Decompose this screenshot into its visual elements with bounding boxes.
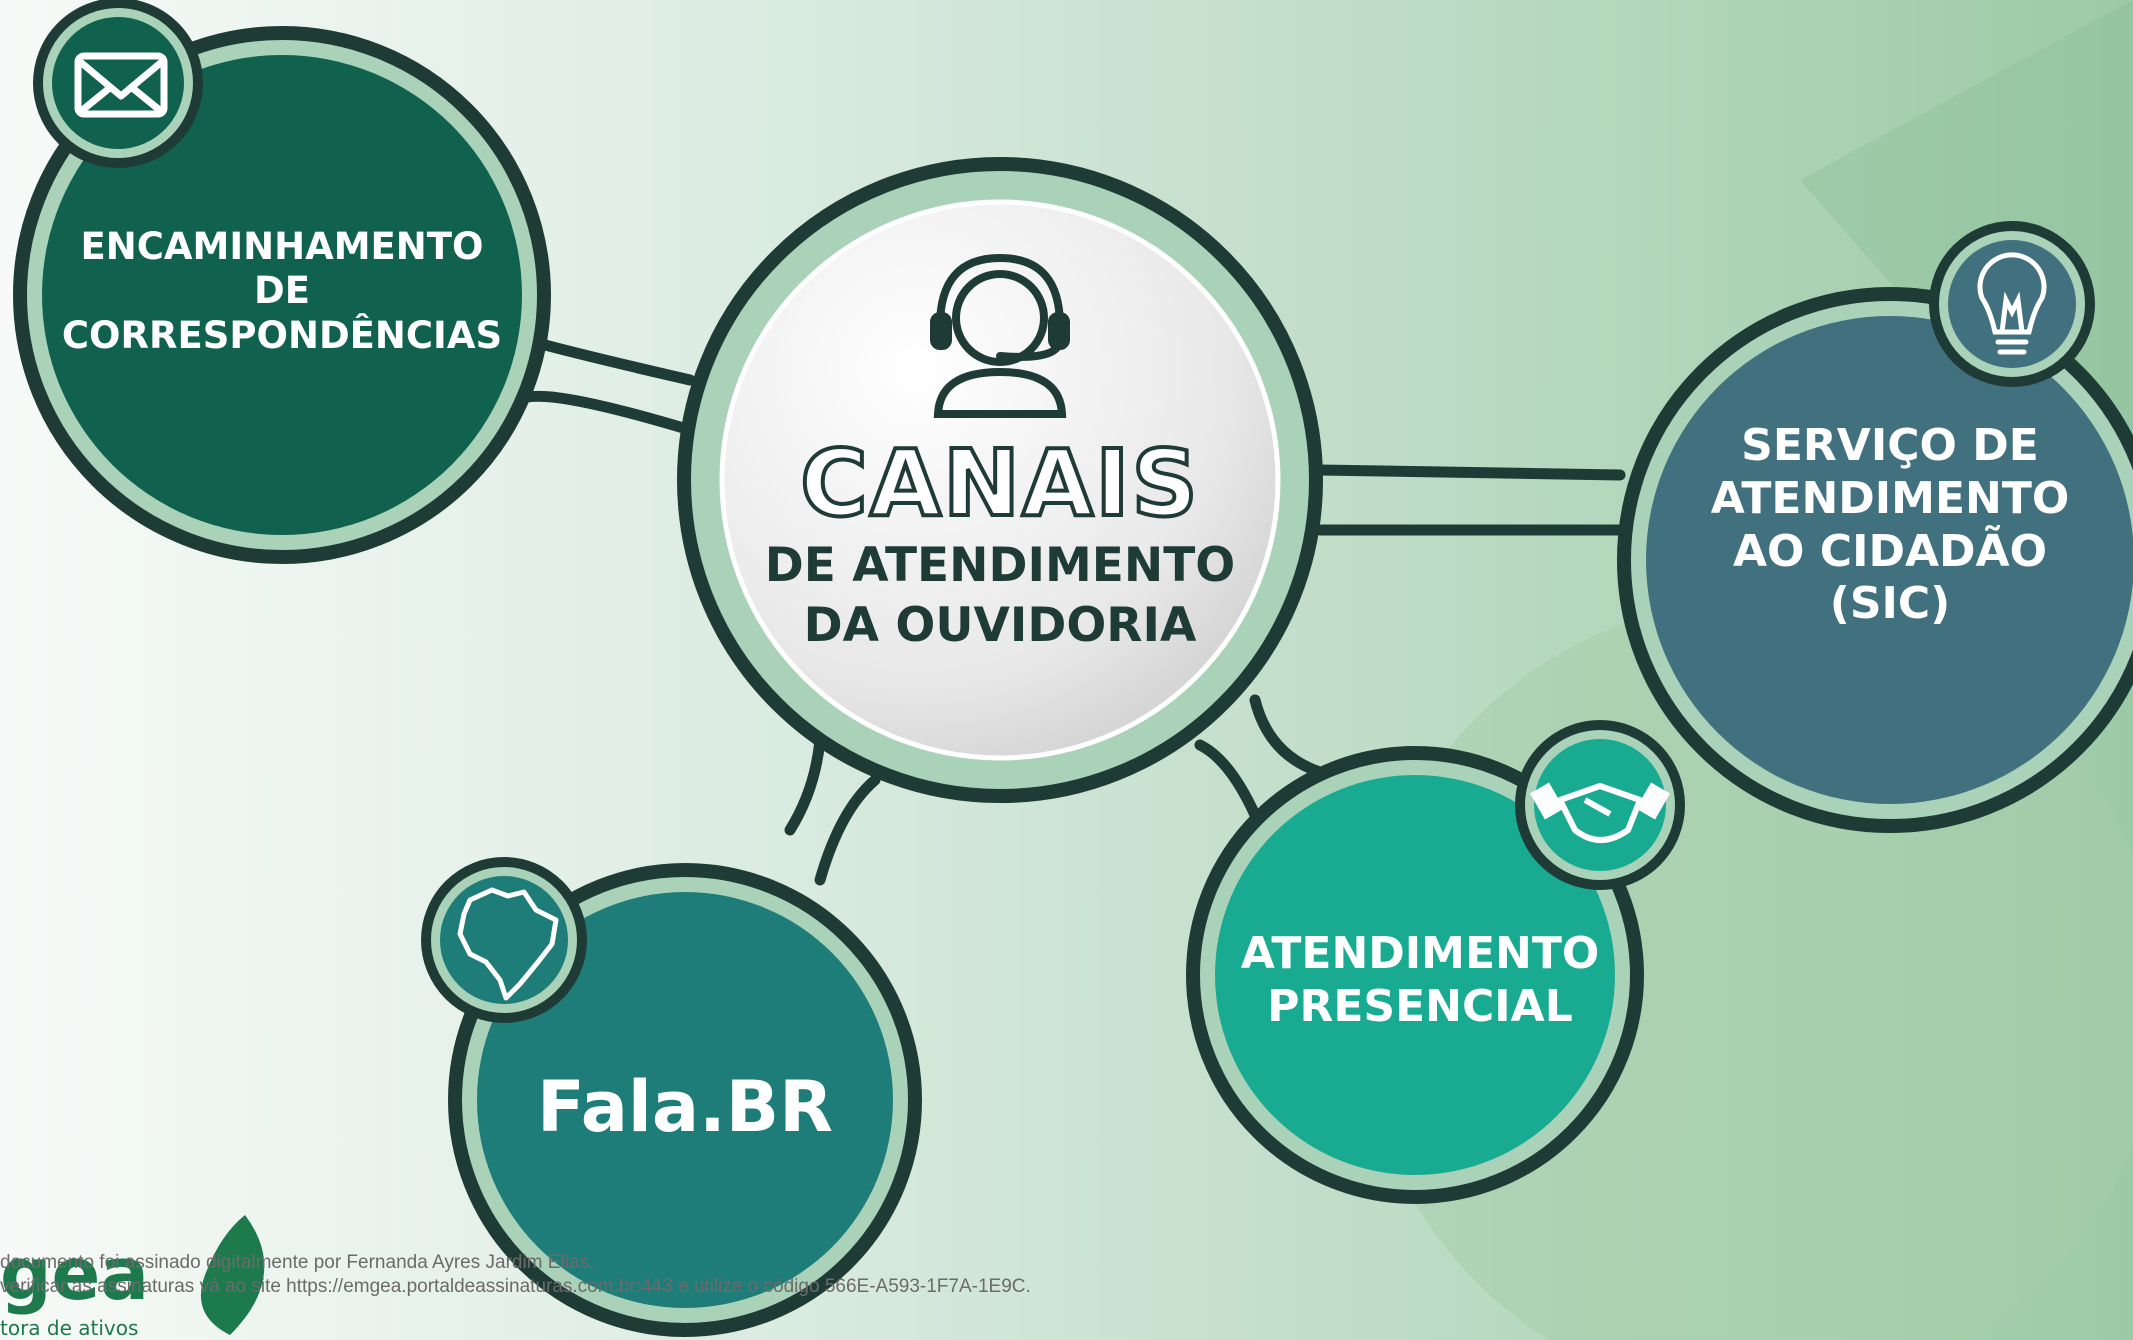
signature-notice-line1: documento foi assinado digitalmente por … <box>0 1252 595 1273</box>
handshake-icon <box>1529 782 1671 843</box>
channel-sic <box>1617 221 2133 833</box>
envelope-icon <box>74 52 168 118</box>
brazil-map-icon <box>457 887 559 1001</box>
channel-encaminhamento <box>13 0 551 564</box>
channel-falabr <box>421 857 922 1337</box>
logo-tagline: tora de ativos <box>0 1316 139 1340</box>
center-hub <box>677 157 1323 803</box>
lightbulb-icon <box>1977 252 2047 355</box>
sic-label: SERVIÇO DE ATENDIMENTO AO CIDADÃO (SIC) <box>1710 420 2070 630</box>
headset-person-icon <box>930 253 1070 418</box>
falabr-label: Fala.BR <box>536 1066 834 1148</box>
encaminhamento-label: ENCAMINHAMENTO DE CORRESPONDÊNCIAS <box>61 225 503 357</box>
center-subtitle-1: DE ATENDIMENTO <box>764 538 1236 593</box>
center-subtitle-2: DA OUVIDORIA <box>803 598 1197 653</box>
center-title: CANAIS <box>798 428 1200 539</box>
channel-presencial <box>1186 720 1685 1204</box>
presencial-label: ATENDIMENTO PRESENCIAL <box>1240 928 1600 1032</box>
logo-wordmark: gea <box>0 1232 149 1316</box>
emgea-leaf-logo <box>200 1215 265 1335</box>
signature-notice-line2: verificar as assinaturas vá ao site http… <box>0 1276 1031 1297</box>
